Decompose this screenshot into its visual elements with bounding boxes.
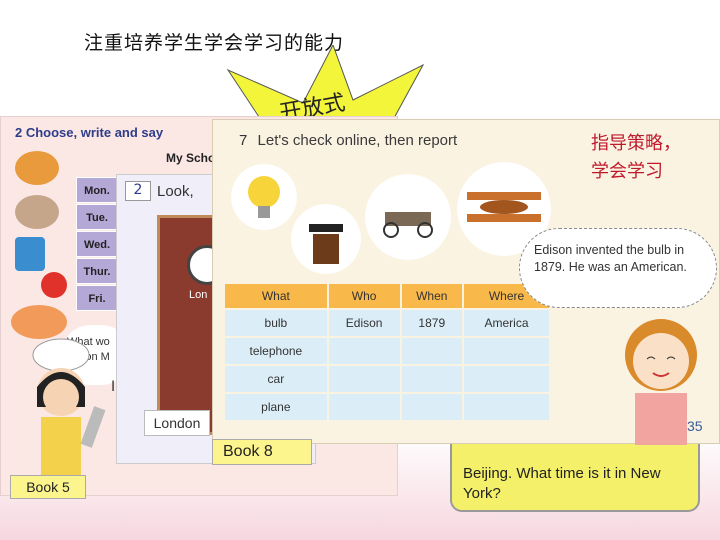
book8-page: 7 Let's check online, then report 指导策略， … bbox=[212, 119, 720, 445]
edison-speech-bubble: Edison invented the bulb in 1879. He was… bbox=[519, 228, 717, 308]
table-cell bbox=[464, 394, 549, 420]
table-cell: America bbox=[464, 310, 549, 336]
activity-number: 7 bbox=[239, 132, 248, 149]
day-fri: Fri. bbox=[76, 285, 118, 311]
strategy-text: 指导策略， 学会学习 bbox=[591, 130, 681, 186]
table-cell bbox=[464, 366, 549, 392]
table-cell bbox=[464, 338, 549, 364]
bulb-icon bbox=[231, 164, 297, 230]
table-row: plane bbox=[225, 394, 549, 420]
telephone-icon bbox=[291, 204, 361, 274]
book8-label: Book 8 bbox=[212, 439, 312, 465]
invention-table: What Who When Where bulb Edison 1879 Ame… bbox=[223, 282, 551, 422]
table-header-row: What Who When Where bbox=[225, 284, 549, 308]
day-mon: Mon. bbox=[76, 177, 118, 203]
table-cell: telephone bbox=[225, 338, 327, 364]
table-cell: plane bbox=[225, 394, 327, 420]
book5-schedule-title: My Scho bbox=[166, 151, 216, 165]
middle-page-number: 2 bbox=[125, 181, 151, 201]
column-header: When bbox=[401, 284, 463, 308]
page-number: 35 bbox=[687, 418, 703, 434]
chef-girl-illustration bbox=[32, 338, 106, 477]
table-cell: 1879 bbox=[401, 310, 463, 336]
table-cell: car bbox=[225, 366, 327, 392]
middle-page-header: Look, bbox=[157, 183, 194, 200]
day-wed: Wed. bbox=[76, 231, 118, 257]
table-cell: Edison bbox=[328, 310, 400, 336]
strategy-line1: 指导策略， bbox=[591, 133, 681, 154]
table-cell bbox=[401, 394, 463, 420]
book5-line-text: I' bbox=[111, 379, 119, 395]
speech-bubble-text: Beijing. What time is it in New York? bbox=[463, 465, 661, 502]
activity-title: Let's check online, then report bbox=[257, 132, 458, 149]
table-cell bbox=[401, 366, 463, 392]
slide-title: 注重培养学生学会学习的能力 bbox=[84, 32, 345, 54]
strategy-line2: 学会学习 bbox=[591, 161, 663, 182]
table-cell bbox=[328, 394, 400, 420]
book5-header: 2 Choose, write and say bbox=[15, 125, 164, 140]
table-row: car bbox=[225, 366, 549, 392]
table-row: bulb Edison 1879 America bbox=[225, 310, 549, 336]
table-row: telephone bbox=[225, 338, 549, 364]
hamburger-icon bbox=[15, 151, 59, 185]
column-header: What bbox=[225, 284, 327, 308]
table-cell bbox=[401, 338, 463, 364]
column-header: Who bbox=[328, 284, 400, 308]
milk-icon bbox=[15, 237, 45, 271]
tower-label: Lon bbox=[189, 289, 208, 301]
book8-header: 7 Let's check online, then report bbox=[239, 132, 457, 149]
noodles-icon bbox=[15, 195, 59, 229]
plane-icon bbox=[457, 162, 551, 256]
day-thur: Thur. bbox=[76, 258, 118, 284]
tomato-icon bbox=[41, 272, 67, 298]
girl-illustration bbox=[625, 319, 697, 445]
table-cell bbox=[328, 366, 400, 392]
london-label: London bbox=[144, 410, 210, 436]
day-tue: Tue. bbox=[76, 204, 118, 230]
chicken-icon bbox=[11, 305, 67, 339]
car-icon bbox=[365, 174, 451, 260]
table-cell: bulb bbox=[225, 310, 327, 336]
table-cell bbox=[328, 338, 400, 364]
book5-label: Book 5 bbox=[10, 475, 86, 499]
